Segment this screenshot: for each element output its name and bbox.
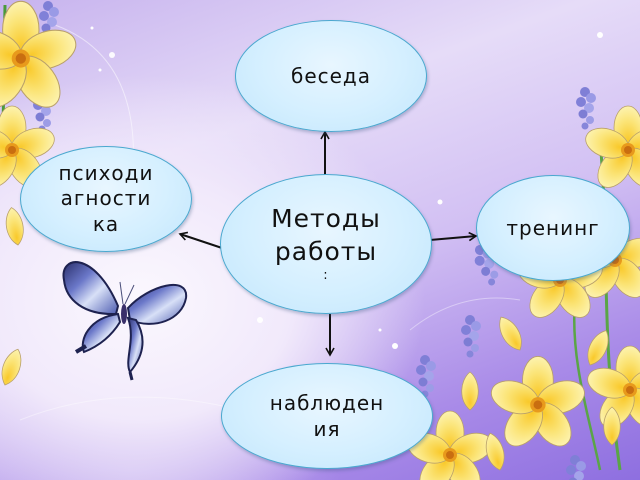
arrow-to-right xyxy=(429,231,478,242)
node-bottom-line2: ия xyxy=(313,417,341,441)
node-top-label: беседа xyxy=(290,63,372,88)
node-left-line3: ка xyxy=(92,211,120,236)
node-right-label: тренинг xyxy=(506,215,600,240)
arrow-to-left xyxy=(178,231,223,249)
node-bottom-line1: наблюден xyxy=(269,391,385,415)
sparkles xyxy=(90,26,603,349)
node-center-suffix: : xyxy=(323,268,329,284)
node-bottom: наблюден ия xyxy=(221,363,433,469)
node-right: тренинг xyxy=(476,175,630,281)
node-left: психоди агности ка xyxy=(20,146,192,252)
node-left-line2: агности xyxy=(60,186,152,211)
flowers-top-left xyxy=(0,0,82,389)
node-left-line1: психоди xyxy=(58,160,154,185)
flowers-right xyxy=(403,87,640,480)
node-top: беседа xyxy=(235,20,427,132)
butterfly xyxy=(62,261,188,381)
node-center-line1: Методы xyxy=(271,204,381,234)
node-center: Методы работы: xyxy=(220,174,432,314)
node-center-line2: работы xyxy=(274,236,378,266)
